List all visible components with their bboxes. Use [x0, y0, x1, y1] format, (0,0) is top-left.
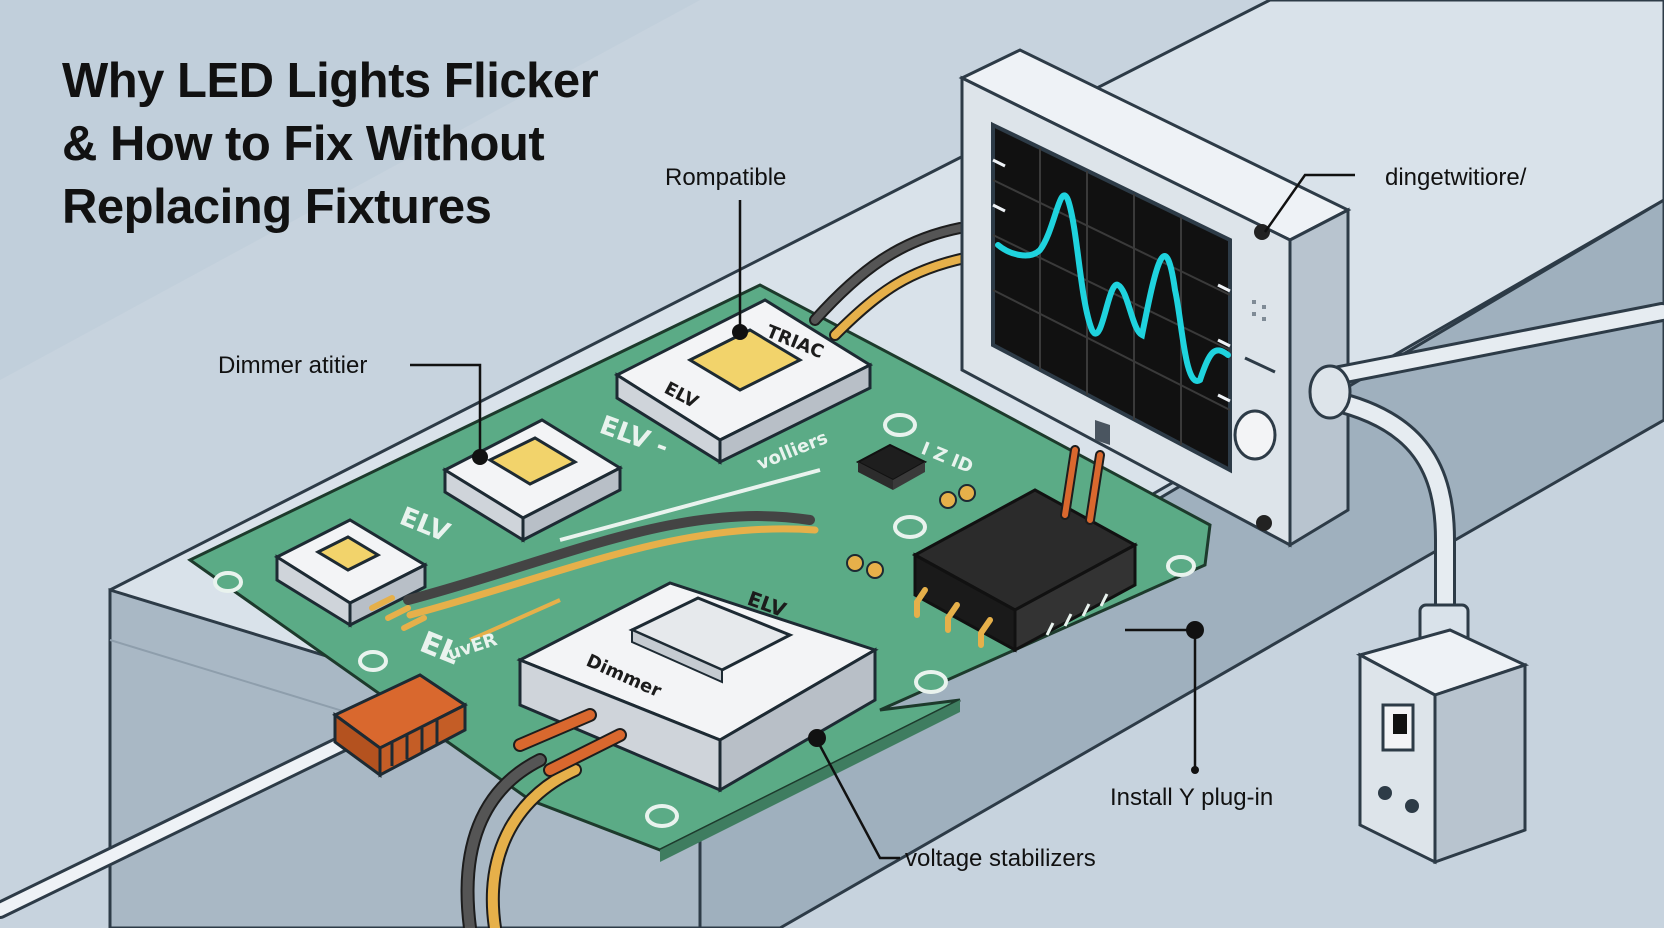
oscilloscope-icon [958, 48, 1352, 548]
callout-plugin: Install Y plug-in [1110, 784, 1274, 811]
callout-dimmer: Dimmer atitier [218, 352, 368, 379]
regulator-block [911, 488, 1139, 653]
solder-pads [846, 484, 976, 579]
leader-dimmer [410, 363, 482, 455]
page-title: Why LED Lights Flicker & How to Fix With… [62, 50, 702, 239]
callout-stabilizers: voltage stabilizers [905, 845, 1096, 872]
title-line-2: & How to Fix Without [62, 117, 545, 171]
dimmer-module: ELV Dimmer [516, 581, 879, 793]
supply-wires [0, 708, 627, 928]
power-cable [1308, 302, 1664, 636]
callout-scope: dingetwitiore/ [1385, 164, 1527, 191]
title-line-3: Replacing Fixtures [62, 180, 492, 234]
leader-stabilizers [815, 739, 900, 860]
callout-compatible: Rompatible [665, 164, 787, 191]
scope-wires [809, 222, 971, 341]
title-line-1: Why LED Lights Flicker [62, 54, 599, 108]
connector-clip-icon [332, 673, 468, 778]
callout-leaders [410, 173, 1355, 860]
regulator-wires [1060, 445, 1105, 525]
leader-scope [1263, 173, 1355, 233]
ic-chip [855, 443, 928, 490]
plug-in-device-icon [1355, 603, 1530, 865]
background-shade [0, 0, 700, 380]
dimmer-led-module [441, 418, 624, 543]
board-wires [403, 511, 819, 619]
left-led-module [273, 518, 429, 631]
triac-module: TRIAC ELV [613, 298, 874, 465]
